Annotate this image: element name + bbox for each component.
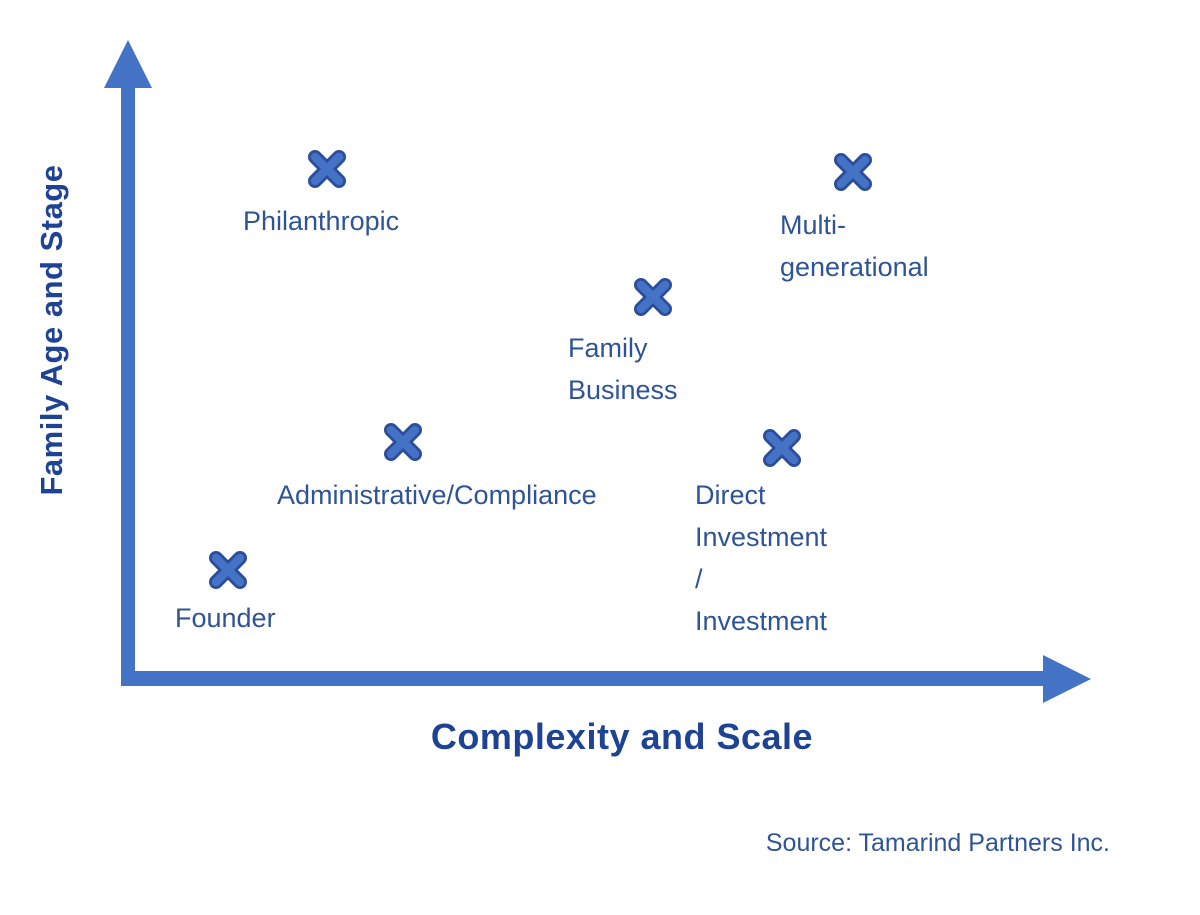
point-label: Family Business (568, 333, 678, 405)
point-label: Philanthropic (243, 206, 400, 236)
point-label: Administrative/Compliance (277, 480, 597, 510)
source-note: Source: Tamarind Partners Inc. (765, 829, 1110, 857)
y-axis-arrow (104, 40, 152, 686)
x-marker-icon (634, 278, 672, 316)
point-label: Multi-generational (780, 210, 929, 282)
x-axis-title: Complexity and Scale (430, 716, 814, 757)
x-marker-icon (308, 150, 346, 188)
x-axis-arrow (121, 655, 1091, 703)
point-label: Direct Investment / Investment (695, 480, 828, 636)
x-marker-icon (384, 423, 422, 461)
point-label: Founder (175, 603, 276, 633)
x-marker-icon (763, 429, 801, 467)
x-marker-icon (834, 153, 872, 191)
y-axis-title: Family Age and Stage (34, 164, 69, 496)
x-marker-icon (209, 551, 247, 589)
